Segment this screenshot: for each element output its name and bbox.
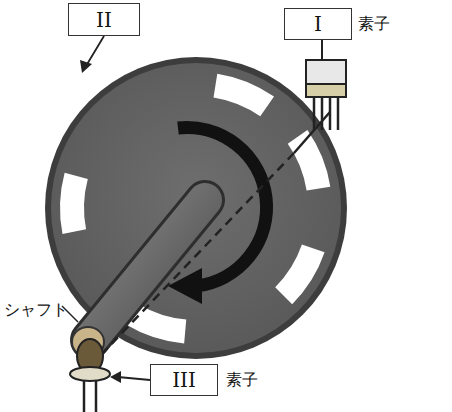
label-box: III [150,364,218,396]
label-box: I [284,8,352,40]
label-box: II [68,3,140,36]
light-path-dashed [100,153,294,356]
disc-slot [288,130,331,190]
leader-line [86,36,104,66]
disc-slot [214,74,274,117]
shaft-body [90,200,205,340]
element-label: 素子 [226,370,258,391]
element-label: 素子 [358,14,390,35]
roman-numeral: III [172,368,196,392]
disc-slot [60,173,88,234]
disc-rim [45,57,347,359]
rotation-arrow [178,127,267,286]
roman-numeral: I [314,12,322,36]
light-path [294,112,330,153]
code-disc [51,63,341,353]
roman-numeral: II [96,8,112,32]
rotation-arrowhead [168,268,202,304]
emitter-element [70,339,110,412]
leader-arrowhead [80,60,92,73]
disc-slots [60,74,330,344]
disc-slot [275,244,324,304]
part-name: シャフト [4,300,68,321]
shaft-outline [90,200,205,340]
receiver-element [306,38,346,130]
leader-line [118,377,150,380]
leader-arrowhead [110,371,121,383]
